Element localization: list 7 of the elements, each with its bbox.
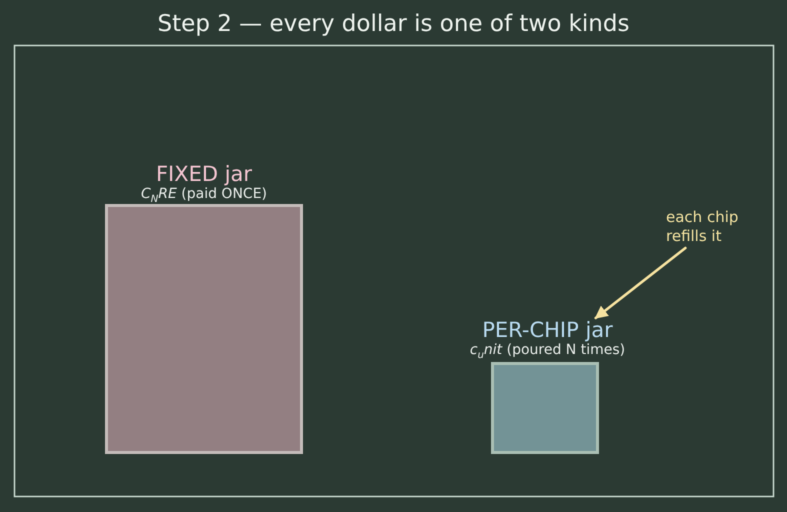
arrow (594, 246, 687, 320)
jar-heading: FIXED jar (154, 162, 254, 186)
diagram-title: Step 2 — every dollar is one of two kinds (156, 10, 630, 38)
jar-cost-label: C$_{N}$RE (paid ONCE) (140, 186, 268, 203)
annotation-text: each chip refills it (666, 208, 756, 248)
jar-heading: PER-CHIP jar (481, 318, 614, 342)
jar-cost-label: c$_{u}$nit (poured N times) (468, 342, 626, 359)
